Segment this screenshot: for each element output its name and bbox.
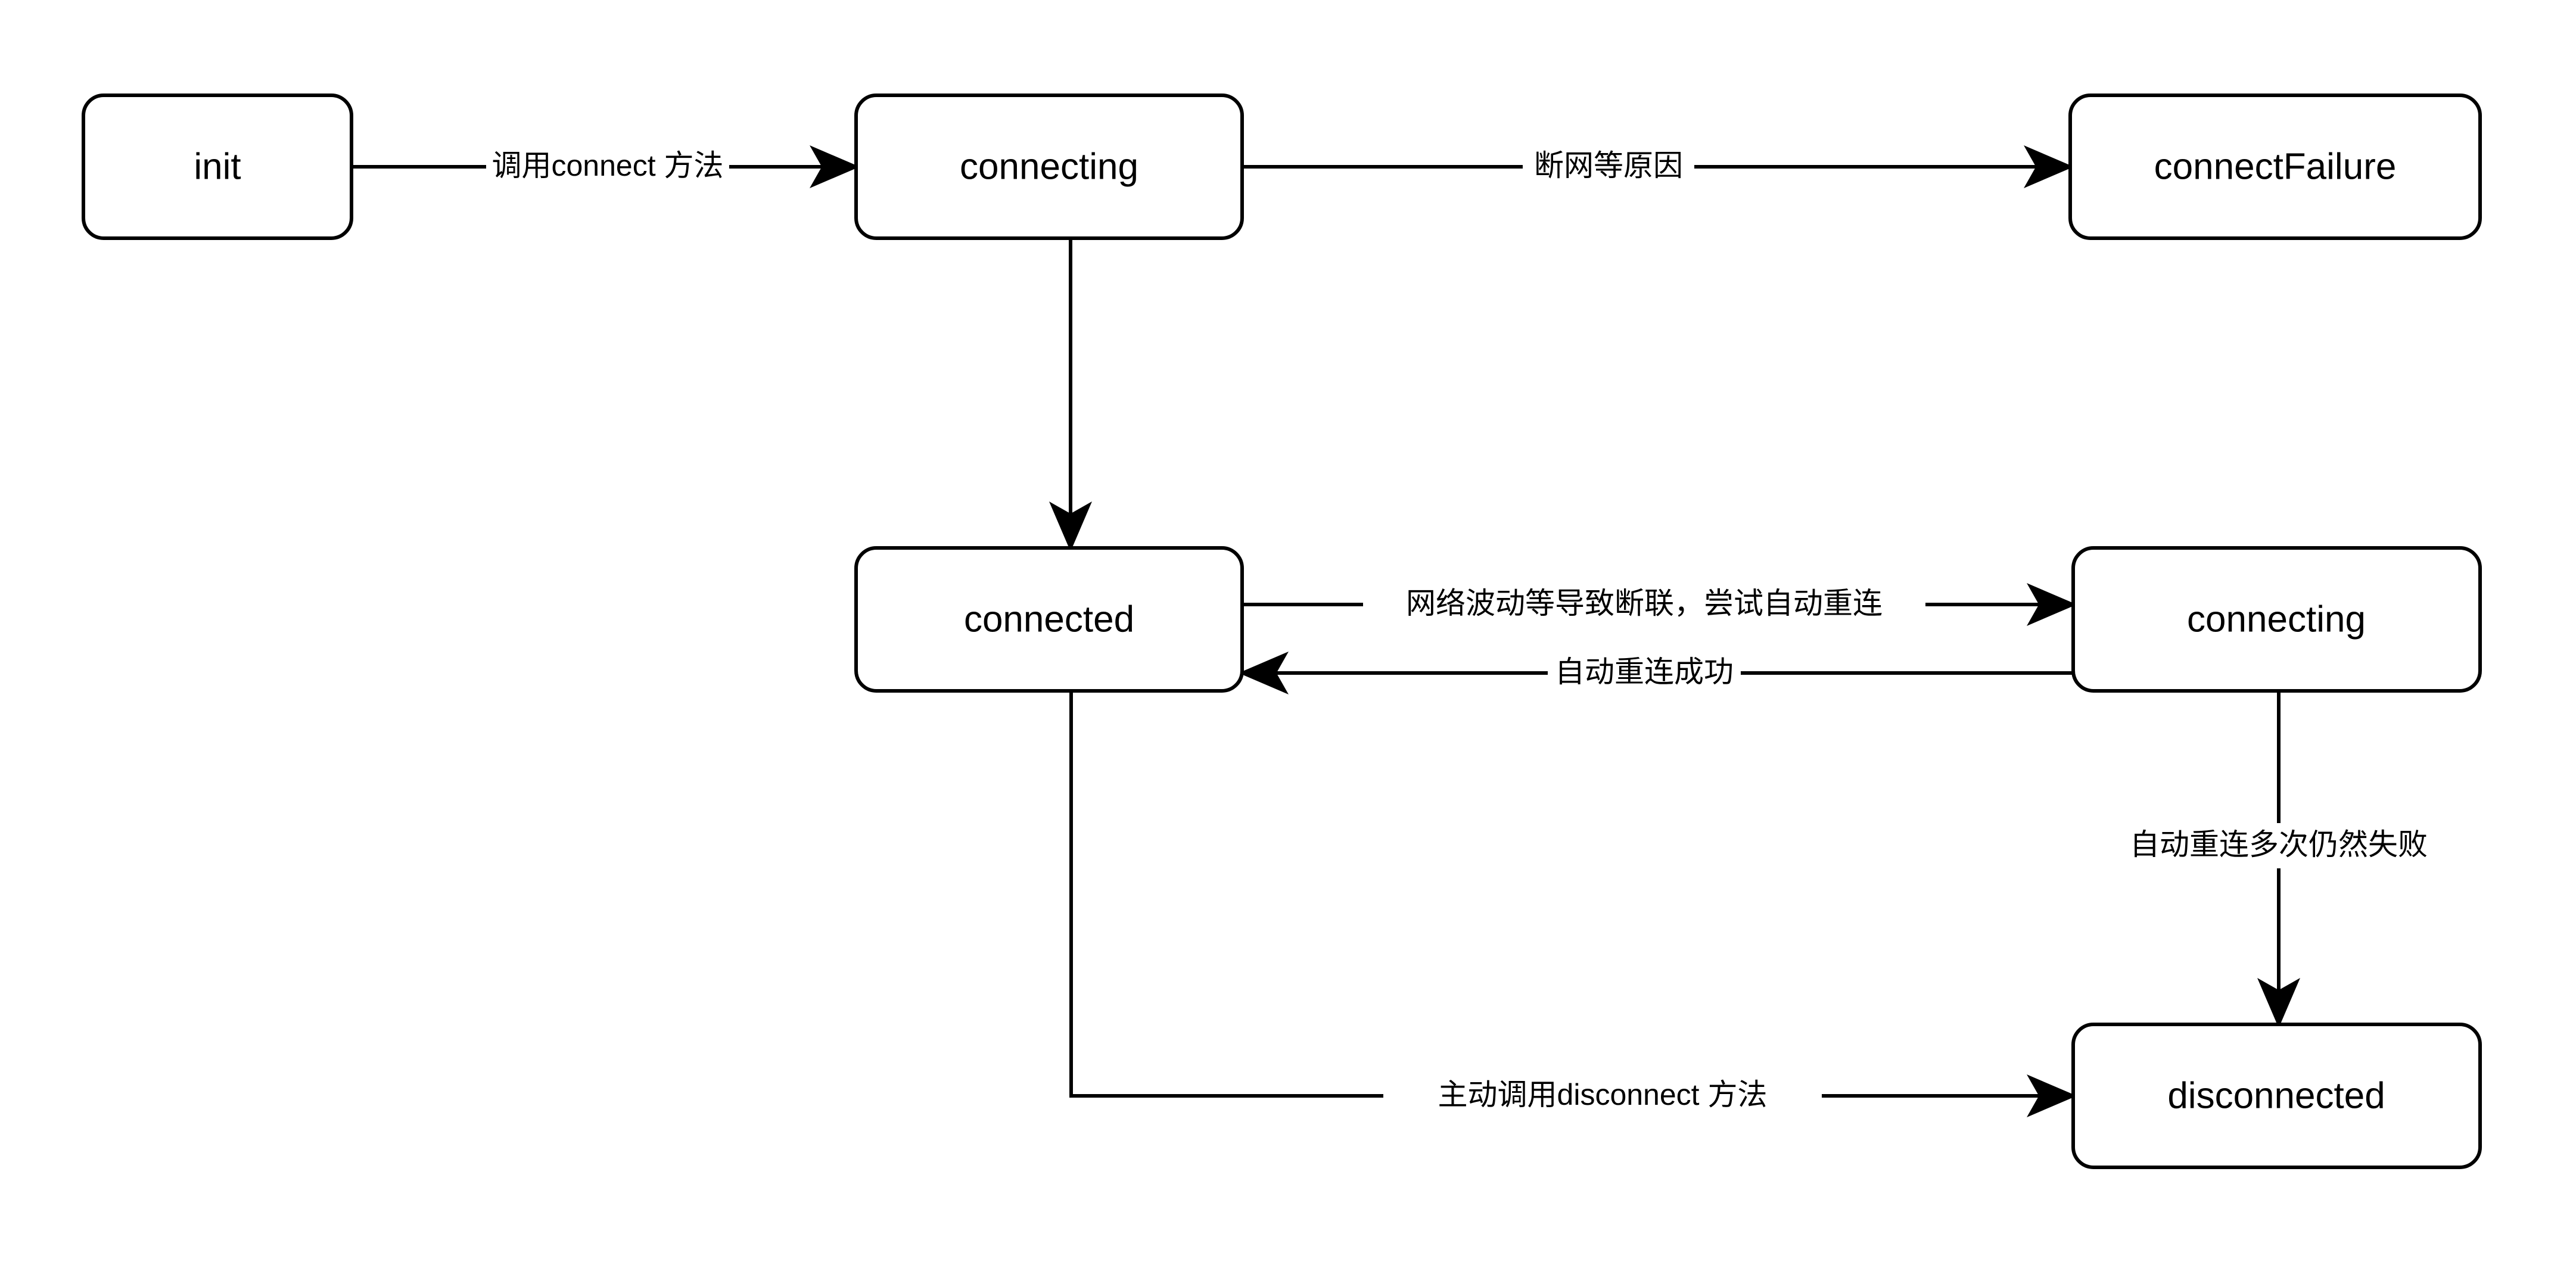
state-node-box[interactable] — [854, 94, 1244, 240]
state-node-connect-failure[interactable]: connectFailure — [2068, 94, 2482, 240]
state-node-label-connecting-mid: connecting — [2187, 599, 2366, 640]
state-node-box[interactable] — [854, 546, 1244, 693]
edge-label-group-connecting-connectfailure: 断网等原因 — [1523, 144, 1694, 189]
state-node-connecting-mid[interactable]: connecting — [2071, 546, 2482, 693]
state-node-connected[interactable]: connected — [854, 546, 1244, 693]
edge-label-group-init-connecting: 调用connect 方法 — [486, 144, 729, 189]
edge-label-backing — [1548, 650, 1741, 696]
state-node-label-connecting-top: connecting — [960, 146, 1138, 187]
state-node-disconnected[interactable]: disconnected — [2071, 1023, 2482, 1169]
state-node-init[interactable]: init — [82, 94, 353, 240]
edge-label-backing — [1383, 1073, 1822, 1118]
edge-connected-to-disconnected — [1069, 691, 2077, 1117]
state-node-box[interactable] — [2068, 94, 2482, 240]
state-node-box[interactable] — [2071, 1023, 2482, 1169]
edge-label-group-connected-connectingmid: 网络波动等导致断联，尝试自动重连 — [1363, 582, 1925, 627]
edge-label-group-connected-disconnected: 主动调用disconnect 方法 — [1383, 1073, 1822, 1118]
state-node-label-init: init — [194, 146, 241, 187]
edge-label-call-disconnect: 主动调用disconnect 方法 — [1438, 1078, 1768, 1111]
edge-label-backing — [486, 144, 729, 189]
state-node-label-connect-failure: connectFailure — [2154, 146, 2397, 187]
edge-label-network-fluctuation-retry: 网络波动等导致断联，尝试自动重连 — [1406, 587, 1883, 620]
edge-label-auto-reconnect-failed: 自动重连多次仍然失败 — [2130, 828, 2428, 861]
edge-label-backing — [2088, 823, 2469, 868]
edge-label-group-connectingmid-connected: 自动重连成功 — [1548, 650, 1741, 696]
state-node-box[interactable] — [82, 94, 353, 240]
edge-label-backing — [1363, 582, 1925, 627]
edge-label-auto-reconnect-success: 自动重连成功 — [1555, 655, 1734, 688]
edge-label-network-down: 断网等原因 — [1534, 149, 1683, 182]
edge-label-backing — [1523, 144, 1694, 189]
edge-label-call-connect: 调用connect 方法 — [491, 149, 723, 182]
edge-line-connected-disconnected — [1069, 691, 2077, 1117]
state-node-label-disconnected: disconnected — [2167, 1075, 2385, 1116]
state-node-connecting-top[interactable]: connecting — [854, 94, 1244, 240]
state-node-box[interactable] — [2071, 546, 2482, 693]
edge-label-group-connectingmid-disconnected: 自动重连多次仍然失败 — [2088, 823, 2469, 868]
state-node-label-connected: connected — [964, 599, 1134, 640]
